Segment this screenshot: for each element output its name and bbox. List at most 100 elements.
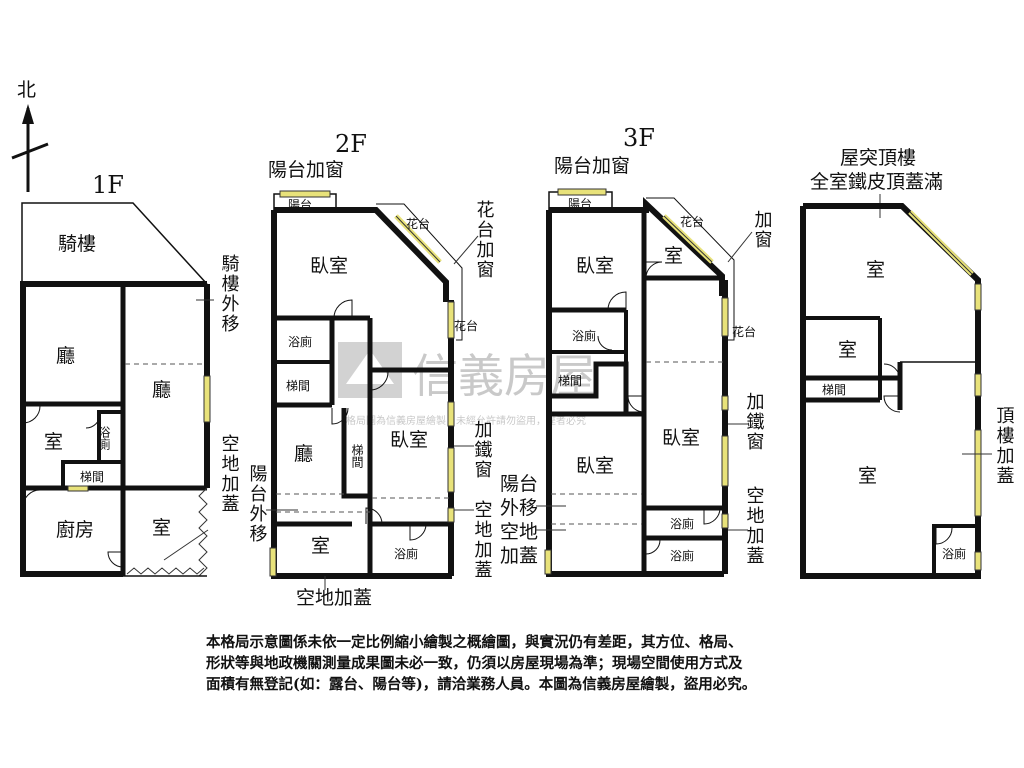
- f2-planter1-label: 花台: [406, 216, 430, 231]
- f1-room2-label: 室: [152, 517, 171, 539]
- f3-room-label: 室: [664, 245, 683, 267]
- f3-stairs-label: 梯間: [558, 374, 582, 388]
- f3-door-room: [645, 261, 663, 279]
- roof-stairs-label: 梯間: [822, 383, 846, 397]
- f2-balcony-window: [279, 190, 331, 198]
- roof-diag-window-edge: [909, 211, 973, 275]
- f1-leader-line: [163, 529, 209, 561]
- f1-lattice-right: [198, 487, 208, 577]
- f3-door-bath1: [597, 335, 613, 351]
- f2-bedroom2-label: 臥室: [390, 429, 428, 451]
- f3-diag-window-edge: [663, 215, 713, 263]
- f3-bedroom1-label: 臥室: [576, 255, 614, 277]
- arcade-outline: [21, 202, 208, 285]
- f3-add-window-note: 加窗: [752, 210, 773, 250]
- watermark-subtext: 格局圖為信義房屋繪製，未經允許請勿盜用，違者必究: [346, 414, 586, 427]
- f2-stairs-label: 梯間: [286, 379, 310, 393]
- floor-2f-label: 2F: [335, 130, 367, 158]
- f3-iron-window-note: 加鐵窗: [744, 392, 765, 452]
- f1-door-kitchen: [22, 489, 41, 508]
- f1-stairs-wall: [61, 460, 123, 488]
- floor-3f: 3F 陽台加窗 陽台 花台 花台: [500, 124, 773, 577]
- f2-window-iron2: [447, 447, 455, 493]
- f2-bath1-label: 浴廁: [288, 334, 312, 349]
- f2-bath2-label: 浴廁: [394, 546, 418, 561]
- watermark: 信義房屋 格局圖為信義房屋繪製，未經允許請勿盜用，違者必究: [338, 342, 596, 427]
- f1-window-right: [203, 375, 211, 423]
- f2-open-build-right-note: 空地加蓋: [472, 500, 493, 580]
- f2-window-iron3: [447, 507, 455, 523]
- f1-arcade-move-note: 騎樓外移: [219, 254, 240, 334]
- disclaimer-line-2: 形狀等與地政機關測量成果圖未必一致，仍須以房屋現場為準；現場空間使用方式及: [206, 655, 743, 672]
- f1-lattice-bottom: [126, 567, 205, 575]
- f3-planter1-label: 花台: [680, 214, 704, 229]
- f3-window-iron3: [721, 513, 729, 529]
- roof-door-stairs: [883, 363, 901, 381]
- f2-door-room: [365, 507, 383, 525]
- f3-window-planter: [721, 297, 729, 337]
- f2-window-planter: [447, 301, 455, 339]
- f1-room-label: 室: [44, 431, 63, 453]
- f3-bedroom3-label: 臥室: [662, 427, 700, 449]
- roof-room-top-label: 室: [866, 259, 885, 281]
- f3-balcony-move-note-b: 外移: [500, 497, 538, 519]
- f3-bath2-label: 浴廁: [670, 516, 694, 531]
- roof-room-big-label: 室: [858, 465, 877, 487]
- floor-1f: 1F 騎樓 廳 廳 室 浴廁 梯間 廚房 室: [20, 171, 240, 577]
- roof-window-2: [974, 373, 982, 397]
- f1-outer-wall: [20, 281, 207, 577]
- f2-door-bedroom1: [333, 299, 353, 319]
- f2-window-left: [269, 547, 277, 577]
- f1-hall-left-label: 廳: [56, 345, 75, 367]
- f3-planter-outline: [646, 197, 735, 341]
- roof-window-4: [974, 551, 982, 571]
- f2-balcony-window-note: 陽台加窗: [268, 159, 344, 181]
- f2-planter2-label: 花台: [454, 318, 478, 333]
- roof-bath-label: 浴廁: [942, 546, 966, 561]
- f2-planter-outline: [376, 203, 463, 341]
- f1-door-bath: [85, 413, 101, 429]
- f2-window-iron1: [447, 401, 455, 427]
- f3-bath1-label: 浴廁: [572, 328, 596, 343]
- roof-bath-wall: [932, 524, 978, 576]
- f2-planter-window-note: 花台加窗: [474, 200, 495, 280]
- f2-iron-window-note: 加鐵窗: [472, 420, 493, 480]
- f3-window-iron2: [721, 435, 729, 487]
- f1-hall-right-label: 廳: [152, 379, 171, 401]
- f1-open-build-note: 空地加蓋: [219, 434, 240, 514]
- floor-1f-label: 1F: [92, 171, 124, 199]
- f2-diag-window-edge: [395, 215, 441, 263]
- f3-open-build-right-note: 空地加蓋: [744, 486, 765, 566]
- f2-bedroom1-label: 臥室: [310, 255, 348, 277]
- f2-open-build-bottom-note: 空地加蓋: [296, 587, 372, 609]
- f1-kitchen-label: 廚房: [56, 518, 94, 541]
- roof-outer-wall: [800, 203, 981, 579]
- f2-hall-label: 廳: [294, 443, 313, 465]
- roof-title-line2: 全室鐵皮頂蓋滿: [810, 171, 943, 193]
- f2-stairs-v-wall: [341, 408, 370, 499]
- f3-right-leader-1: [727, 231, 753, 263]
- roof-build-note: 頂樓加蓋: [994, 406, 1015, 486]
- floor-roof: 屋突頂樓 全室鐵皮頂蓋滿 室 室 梯間 室 浴廁 頂樓加蓋: [800, 147, 1015, 579]
- disclaimer-line-1: 本格局示意圖係未依一定比例縮小繪製之概繪圖，與實況仍有差距，其方位、格局、: [206, 634, 743, 651]
- disclaimer-line-3: 面積有無登記(如：露台、陽台等)，請洽業務人員。本圖為信義房屋繪製，盜用必究。: [206, 676, 757, 693]
- floor-2f: 2F 陽台加窗 陽台 花台 花台: [247, 130, 495, 609]
- compass-arrow-head: [22, 104, 34, 124]
- f3-window-iron1: [721, 395, 729, 411]
- roof-title-line1: 屋突頂樓: [840, 147, 916, 169]
- f3-window-left: [544, 549, 552, 575]
- f1-bath-label: 浴廁: [97, 426, 111, 451]
- f1-stairs-label: 梯間: [80, 470, 104, 484]
- f2-room-label: 室: [311, 535, 330, 557]
- roof-door-bath: [935, 527, 953, 545]
- arcade-label: 騎樓: [58, 233, 96, 255]
- f3-balcony-window: [557, 188, 607, 196]
- f3-balcony-window-note: 陽台加窗: [554, 155, 630, 177]
- f2-door-bedroom2: [369, 371, 389, 391]
- f3-planter2-label: 花台: [732, 324, 756, 339]
- f3-bedroom2-label: 臥室: [576, 455, 614, 477]
- f2-balcony-move-note: 陽台外移: [247, 464, 268, 544]
- f3-door-bedroom2: [627, 395, 645, 413]
